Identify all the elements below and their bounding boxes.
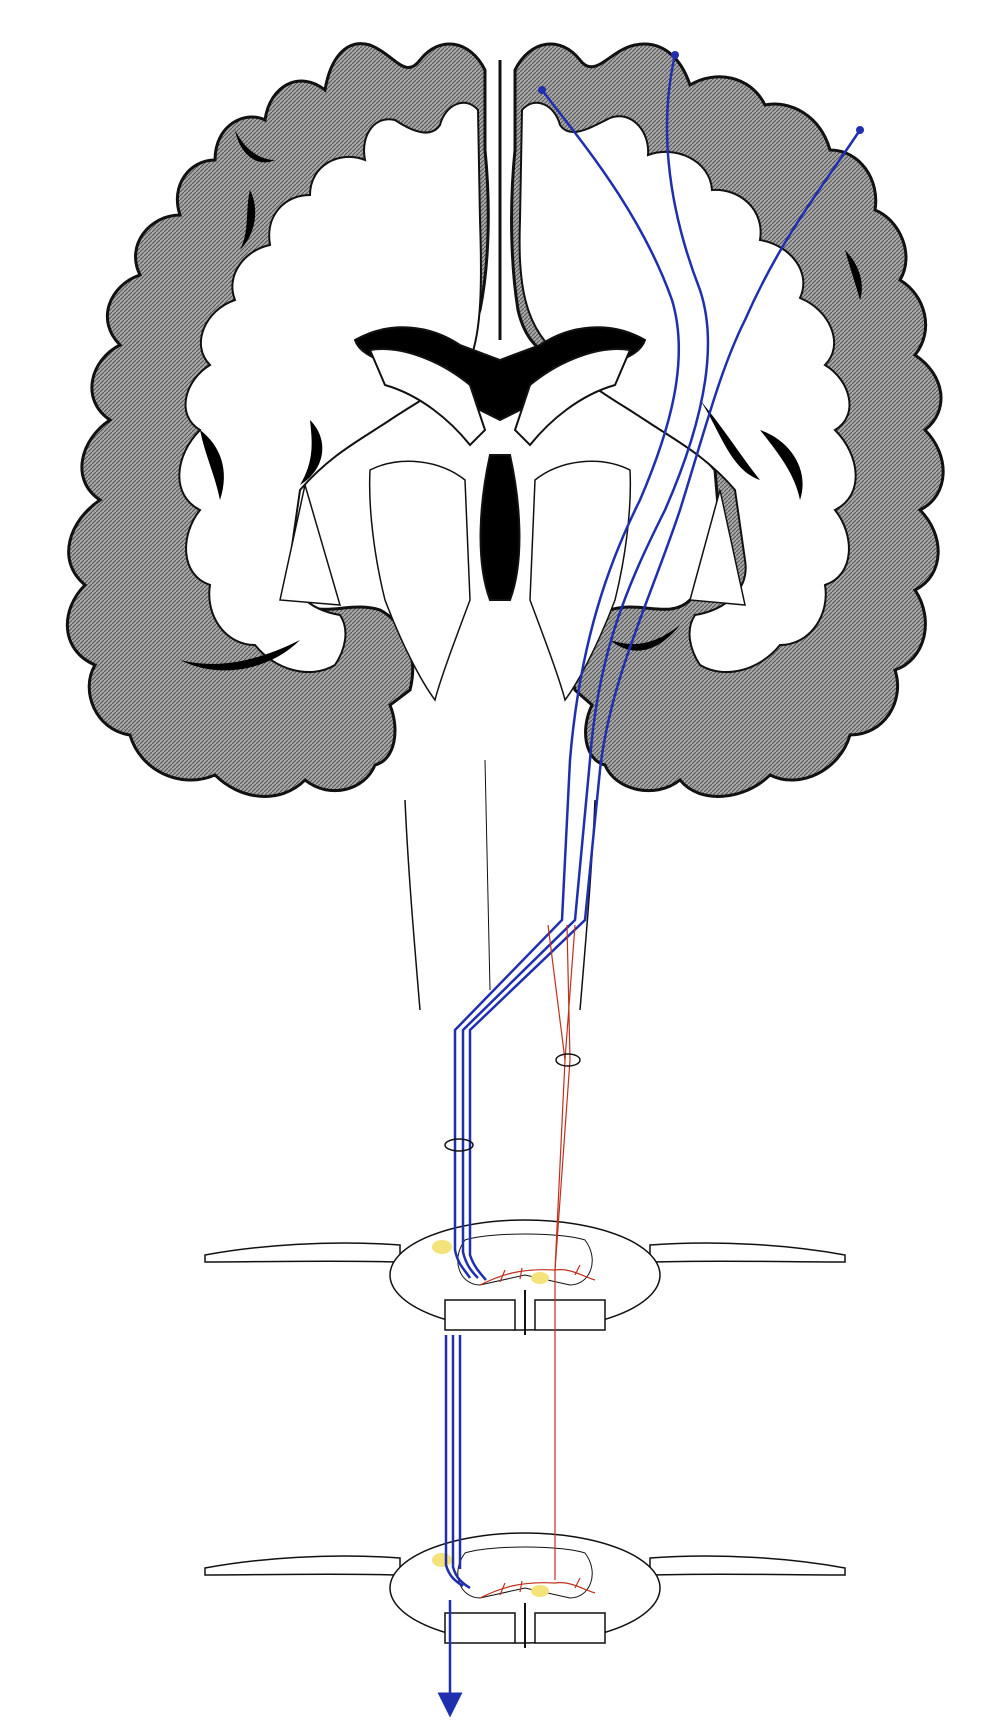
upper-ventral-root-left	[205, 1243, 400, 1262]
brain-coronal-section	[67, 44, 943, 1010]
lower-motor-neuron-highlight-right	[531, 1585, 549, 1597]
lower-motor-neuron-highlight-left	[432, 1553, 452, 1567]
third-ventricle	[481, 455, 520, 600]
spinal-segment-upper	[205, 1220, 845, 1335]
lower-ventral-root-right	[650, 1556, 845, 1575]
upper-ventral-root-right	[650, 1243, 845, 1262]
upper-motor-neuron-highlight-left	[432, 1240, 452, 1254]
pyramidal-decussation-ring	[556, 1054, 580, 1066]
spinal-segment-lower	[205, 1533, 845, 1648]
upper-motor-neuron-highlight-right	[531, 1272, 549, 1284]
brainstem-midline	[485, 760, 490, 990]
lower-ventral-root-left	[205, 1556, 400, 1575]
